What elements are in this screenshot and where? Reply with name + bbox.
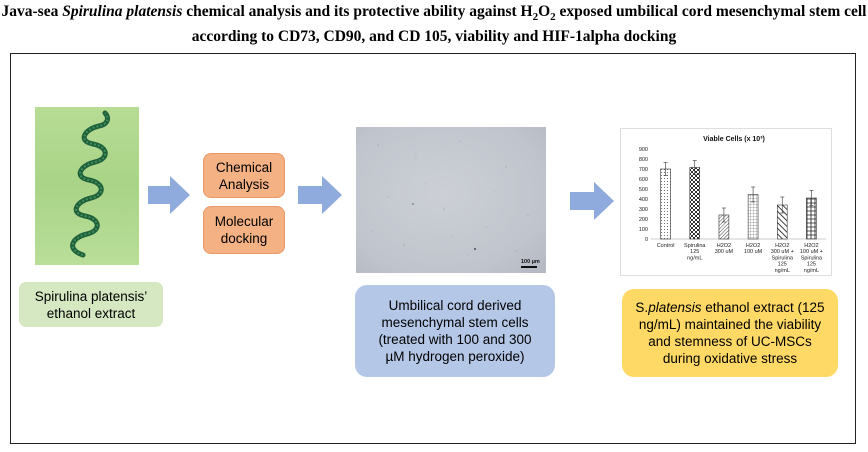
- arrow-right-icon: [298, 176, 342, 214]
- x-tick-label-line: 300 uM +: [771, 249, 794, 255]
- viable-cells-chart: Viable Cells (x 10³) 0 100 200 300 400 500 600…: [620, 128, 832, 276]
- title-line-1: Java-sea Spirulina platensis chemical an…: [1, 3, 867, 24]
- y-tick-label: 200: [639, 217, 648, 223]
- y-tick-label: 0: [645, 237, 648, 243]
- x-tick-label-line: 125: [690, 249, 699, 255]
- y-tick-label: 900: [639, 147, 648, 153]
- y-tick-label: 800: [639, 157, 648, 163]
- stem-cell-micrograph: [356, 127, 546, 273]
- arrow-right-icon: [148, 176, 190, 214]
- bar: [689, 167, 701, 240]
- y-tick-label: 600: [639, 177, 648, 183]
- x-tick-label-line: ng/mL: [775, 268, 790, 274]
- x-tick-label-line: H2O2: [717, 243, 731, 249]
- x-tick-label-line: Spirulina: [684, 243, 706, 249]
- x-tick-label-line: Spirulina: [772, 255, 794, 261]
- scale-bar: [521, 266, 537, 268]
- y-tick-label: 400: [639, 197, 648, 203]
- stem-cell-label: Umbilical cord derived mesenchymal stem …: [355, 285, 555, 377]
- title-line-2: according to CD73, CD90, and CD 105, via…: [191, 28, 677, 46]
- x-tick-label-line: ng/mL: [687, 255, 702, 261]
- spirulina-extract-label: Spirulina platensis’ ethanol extract: [19, 282, 163, 327]
- diagram-title: Java-sea Spirulina platensis chemical an…: [0, 2, 868, 47]
- x-tick-label-line: Spirulina: [801, 255, 823, 261]
- x-tick-label-line: H2O2: [804, 243, 818, 249]
- x-tick-label-line: H2O2: [746, 243, 760, 249]
- chart-title: Viable Cells (x 10³): [703, 136, 765, 143]
- x-tick-label-line: Control: [657, 243, 675, 249]
- x-tick-label-line: 100 uM +: [800, 249, 823, 255]
- chart-svg: Viable Cells (x 10³) 0 100 200 300 400 500 600…: [639, 136, 826, 274]
- conclusion-box: S.platensis ethanol extract (125 ng/mL) …: [622, 289, 838, 377]
- x-tick-label-line: 100 uM: [744, 249, 763, 255]
- x-tick-label: Control: [657, 243, 675, 249]
- x-tick-label-line: ng/mL: [804, 268, 819, 274]
- molecular-docking-box: Molecular docking: [203, 206, 285, 254]
- y-tick-label: 100: [639, 227, 648, 233]
- y-tick-label: 300: [639, 207, 648, 213]
- x-tick-label-line: 125: [807, 262, 816, 268]
- diagram-frame: [10, 53, 856, 444]
- scale-bar-label: 100 µm: [521, 259, 540, 265]
- bar: [660, 168, 671, 240]
- x-tick-label-line: 300 uM: [715, 249, 734, 255]
- arrow-right-icon: [570, 182, 614, 220]
- y-tick-label: 500: [639, 187, 648, 193]
- chemical-analysis-box: Chemical Analysis: [203, 153, 285, 198]
- x-tick-label-line: 125: [778, 262, 787, 268]
- y-tick-label: 700: [639, 167, 648, 173]
- x-tick-label-line: H2O2: [775, 243, 789, 249]
- spirulina-image: [35, 107, 139, 265]
